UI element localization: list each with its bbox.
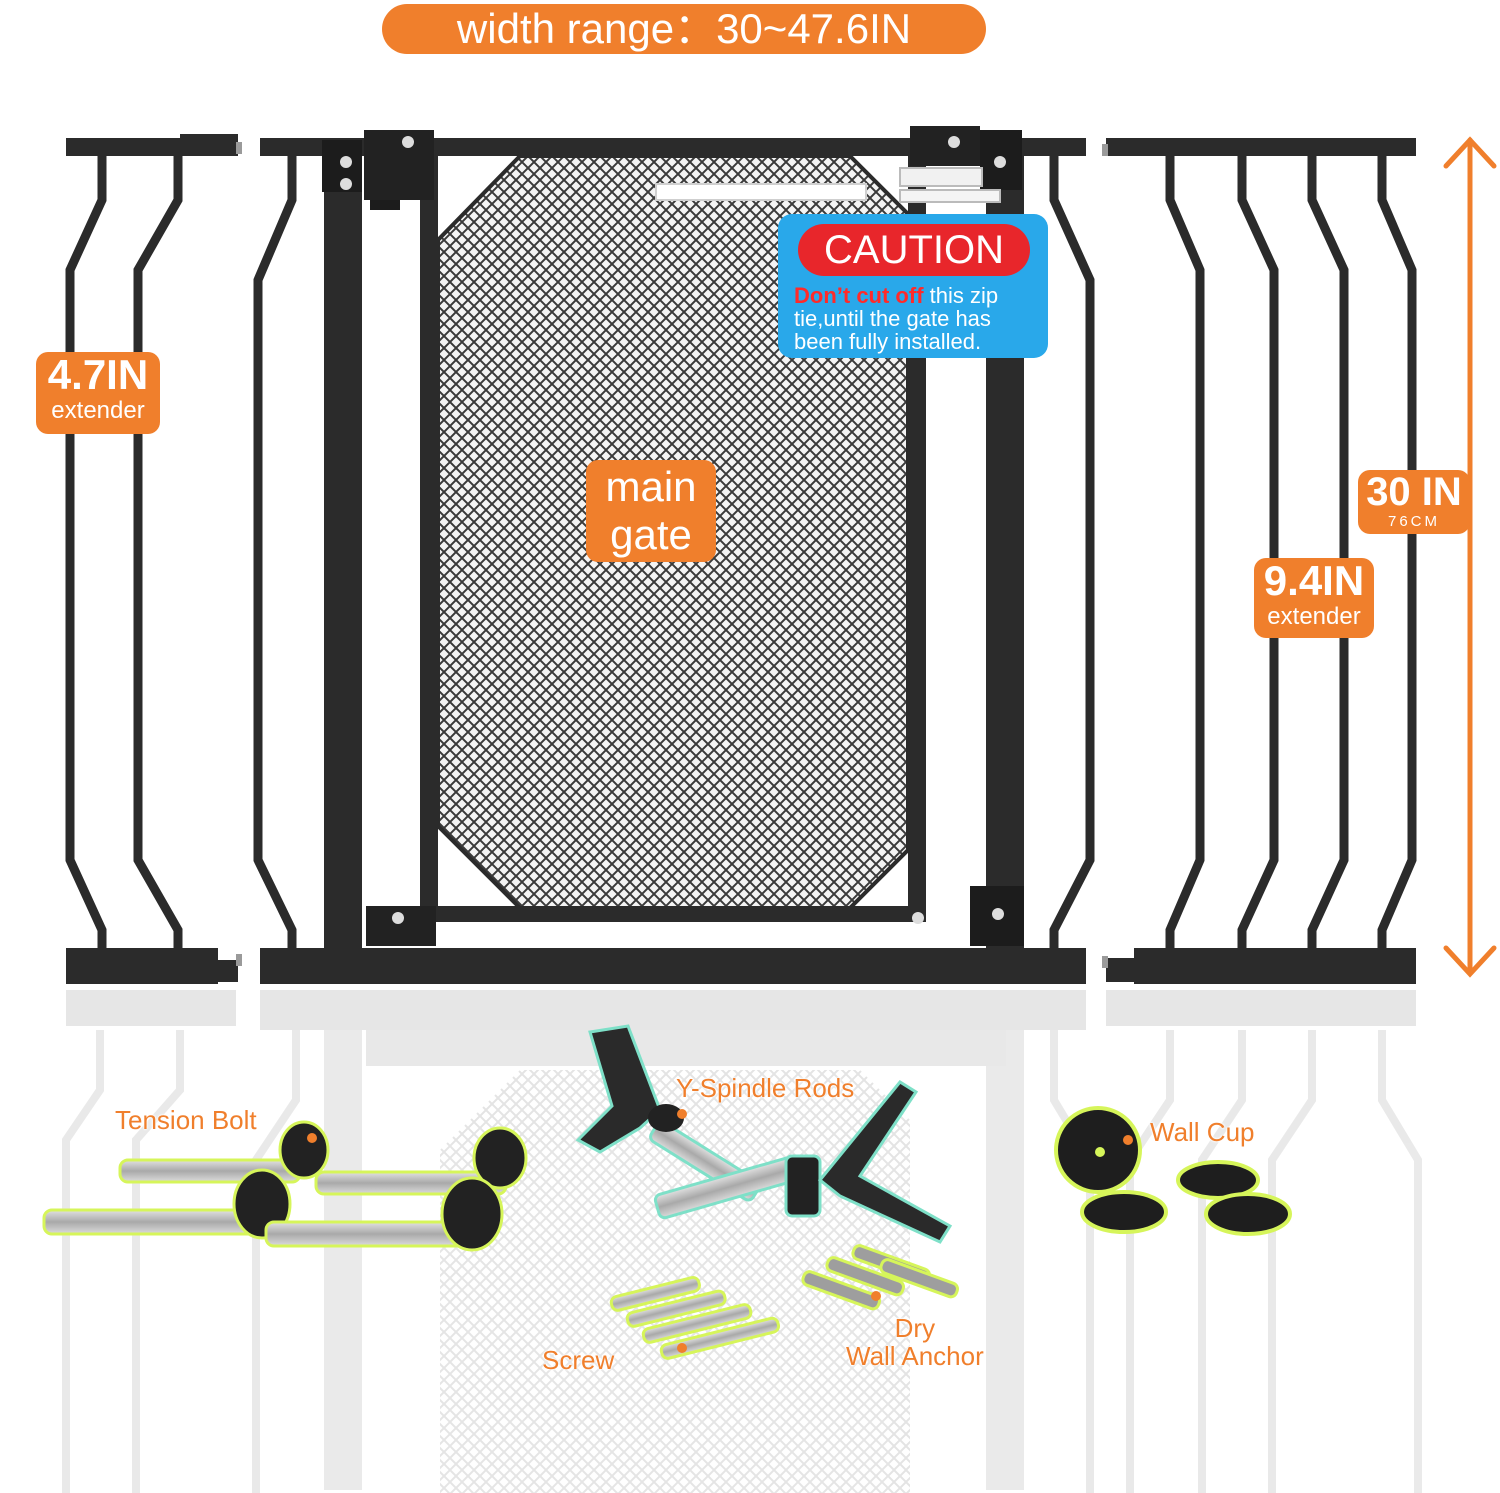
- main-gate-line1: main: [605, 463, 697, 510]
- width-range-value: 30~47.6IN: [716, 5, 912, 52]
- anchor-line2: Wall Anchor: [846, 1341, 984, 1371]
- left-extender-size: 4.7IN: [47, 351, 149, 398]
- left-extender-label: extender: [51, 397, 145, 424]
- wall-cups: [1054, 1106, 1292, 1236]
- caution-line2: tie,until the gate has: [794, 306, 991, 331]
- right-extender-tag: 9.4IN extender: [1254, 558, 1374, 638]
- width-range-separator: ：: [674, 5, 717, 52]
- anchor-line1: Dry: [894, 1313, 936, 1343]
- main-gate-line2: gate: [610, 511, 692, 558]
- caution-title: CAUTION: [798, 224, 1030, 276]
- caution-warning: Don’t cut off: [794, 283, 924, 308]
- width-range-banner: width range：30~47.6IN: [382, 4, 986, 54]
- dry-wall-anchor-label: Dry Wall Anchor: [846, 1314, 984, 1370]
- dry-wall-anchors: [801, 1244, 959, 1311]
- left-extender: [65, 134, 242, 984]
- left-extender-tag: 4.7IN extender: [36, 352, 160, 434]
- caution-text: Don’t cut off this zip tie,until the gat…: [794, 284, 1044, 353]
- caution-line1: this zip: [923, 283, 999, 308]
- width-range-label: width range: [456, 5, 675, 52]
- tension-bolts: [42, 1120, 528, 1252]
- tension-bolt-label: Tension Bolt: [115, 1105, 257, 1135]
- height-arrow: [1443, 136, 1497, 978]
- right-extender-size: 9.4IN: [1263, 557, 1365, 604]
- screw-label: Screw: [542, 1345, 615, 1375]
- height-tag: 30 IN 76CM: [1358, 470, 1470, 534]
- caution-card: CAUTION Don’t cut off this zip tie,until…: [778, 214, 1048, 358]
- height-cm: 76CM: [1387, 513, 1440, 530]
- wall-cup-label: Wall Cup: [1150, 1117, 1255, 1147]
- right-extender-label: extender: [1267, 603, 1361, 630]
- main-gate-tag: main gate: [586, 460, 716, 562]
- spindle-rods-label: Y-Spindle Rods: [676, 1073, 855, 1103]
- y-spindle-rods: [575, 1024, 953, 1244]
- screws: [609, 1276, 781, 1360]
- caution-line3: been fully installed.: [794, 329, 982, 354]
- height-inches: 30 IN: [1366, 470, 1462, 514]
